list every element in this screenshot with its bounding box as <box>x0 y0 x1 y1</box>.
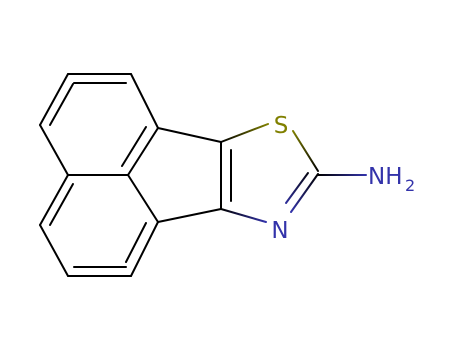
bond <box>39 174 69 226</box>
bond-n-c-inner <box>285 172 309 204</box>
bond <box>127 174 159 223</box>
bond-inner <box>125 222 147 263</box>
bond <box>127 127 159 176</box>
bond-c-s <box>220 123 269 143</box>
bond <box>157 208 222 223</box>
bond <box>39 124 69 176</box>
bond-inner <box>121 126 147 167</box>
amine-subscript-label: 2 <box>405 176 415 195</box>
bond <box>130 73 159 129</box>
bond <box>39 73 69 126</box>
bond <box>39 224 69 277</box>
amine-group-label: NH <box>368 164 403 190</box>
bond <box>130 221 159 277</box>
bond-inner <box>49 83 74 126</box>
bond-inner <box>49 183 74 226</box>
nitrogen-atom-label: N <box>271 218 288 244</box>
bond <box>157 127 222 143</box>
bond-s-c <box>292 130 319 172</box>
bond-c-n <box>220 208 267 223</box>
bond-n-c <box>290 173 319 213</box>
sulfur-atom-label: S <box>274 113 289 139</box>
